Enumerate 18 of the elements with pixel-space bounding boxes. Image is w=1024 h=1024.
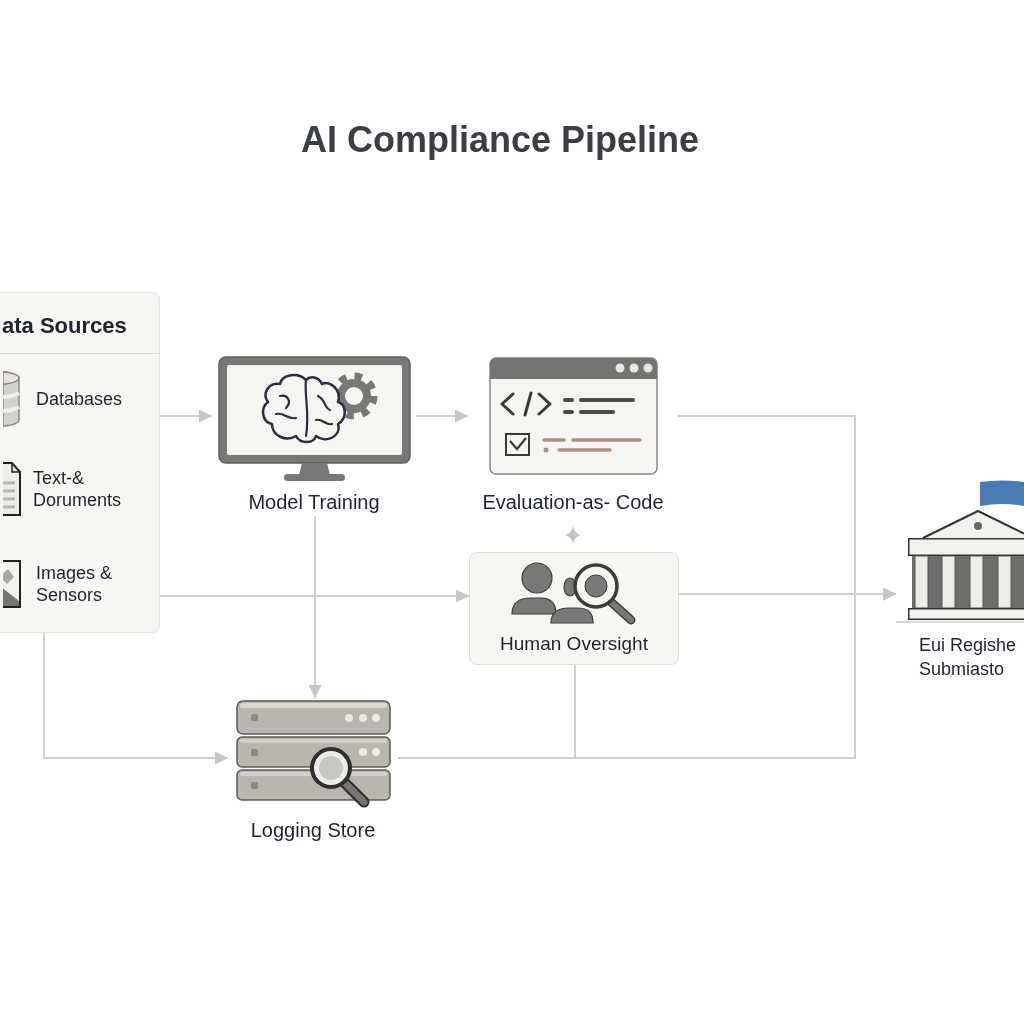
node-label: Text-& Doruments xyxy=(33,466,122,512)
panel-heading: ata Sources xyxy=(2,313,127,340)
node-label: Evaluation-as- Code xyxy=(482,490,664,515)
node-label: Logging Store xyxy=(250,818,376,843)
node-label: Databases xyxy=(36,387,123,411)
arrow xyxy=(159,409,213,423)
arrow xyxy=(397,587,897,759)
arrow xyxy=(415,409,469,423)
arrow xyxy=(308,515,322,699)
node-label: Human Oversight xyxy=(500,632,648,656)
arrow xyxy=(43,632,229,765)
process-box xyxy=(469,552,679,665)
arrow xyxy=(159,589,470,603)
diagram-title: AI Compliance Pipeline xyxy=(300,118,700,162)
data-sources-panel xyxy=(0,292,160,633)
node-label: Model Training xyxy=(248,490,380,515)
node-label: Images & Sensors xyxy=(36,561,114,607)
node-label: Eui Regishe Submiasto xyxy=(919,634,1018,682)
